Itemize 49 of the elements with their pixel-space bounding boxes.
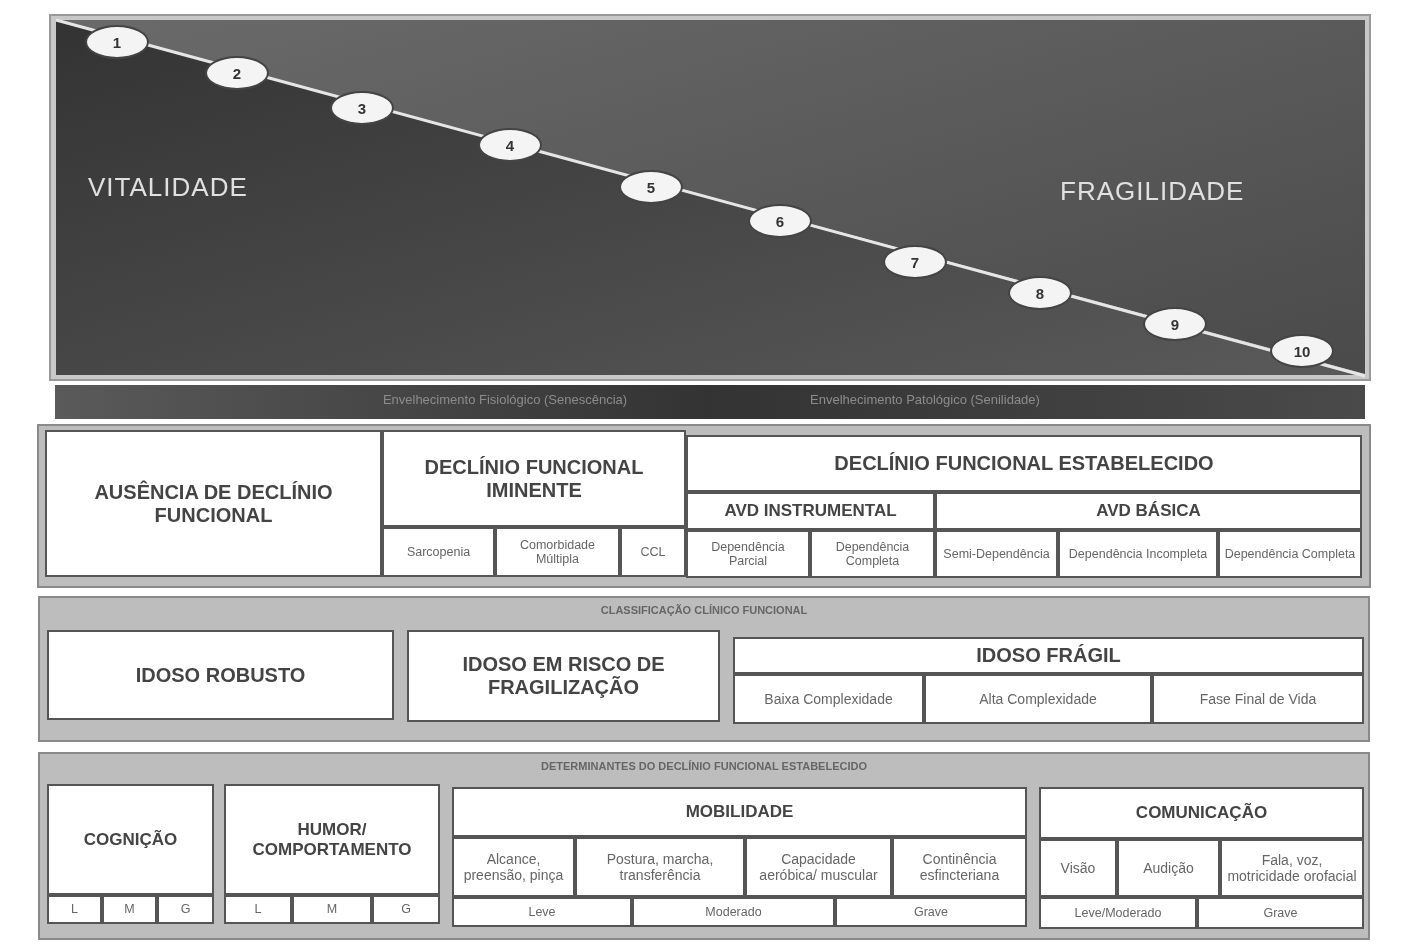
- band-label: Envelhecimento Patológico (Senilidade): [809, 392, 1041, 407]
- table-cell: L: [47, 895, 102, 924]
- table-cell: Grave: [835, 897, 1027, 927]
- table-cell: Audição: [1117, 839, 1220, 897]
- table-cell: G: [372, 895, 440, 924]
- table-cell: Baixa Complexidade: [733, 674, 924, 724]
- section-heading: DETERMINANTES DO DECLÍNIO FUNCIONAL ESTABELECIDO: [540, 760, 868, 772]
- table-cell: Continência esfincteriana: [892, 837, 1027, 897]
- header-cell: AVD BÁSICA: [935, 492, 1362, 530]
- header-cell: COGNIÇÃO: [47, 784, 214, 895]
- table-cell: Semi-Dependência: [935, 530, 1058, 578]
- header-cell: IDOSO ROBUSTO: [47, 630, 394, 720]
- header-cell: IDOSO EM RISCO DE FRAGILIZAÇÃO: [407, 630, 720, 722]
- table-cell: Alta Complexidade: [924, 674, 1152, 724]
- table-cell: Leve/Moderado: [1039, 897, 1197, 929]
- table-cell: Dependência Completa: [1218, 530, 1362, 578]
- table-cell: Leve: [452, 897, 632, 927]
- table-cell: Postura, marcha, transferência: [575, 837, 745, 897]
- section-panel: [38, 752, 1370, 940]
- header-cell: IDOSO FRÁGIL: [733, 637, 1364, 674]
- section-panel: [38, 596, 1370, 742]
- table-cell: Sarcopenia: [382, 527, 495, 577]
- header-cell: AVD INSTRUMENTAL: [686, 492, 935, 530]
- table-cell: Dependência Parcial: [686, 530, 810, 578]
- table-cell: L: [224, 895, 292, 924]
- table-cell: Dependência Completa: [810, 530, 935, 578]
- table-cell: Alcance, preensão, pinça: [452, 837, 575, 897]
- table-cell: Comorbidade Múltipla: [495, 527, 620, 577]
- table-cell: G: [157, 895, 214, 924]
- table-cell: Visão: [1039, 839, 1117, 897]
- header-cell: DECLÍNIO FUNCIONAL IMINENTE: [382, 430, 686, 527]
- section-heading: CLASSIFICAÇÃO CLÍNICO FUNCIONAL: [599, 604, 809, 616]
- header-cell: AUSÊNCIA DE DECLÍNIO FUNCIONAL: [45, 430, 382, 577]
- table-cell: Moderado: [632, 897, 835, 927]
- header-cell: MOBILIDADE: [452, 787, 1027, 837]
- band-label: Envelhecimento Fisiológico (Senescência): [381, 392, 629, 407]
- table-cell: Dependência Incompleta: [1058, 530, 1218, 578]
- stage-label: FRAGILIDADE: [1060, 176, 1245, 207]
- stage-label: VITALIDADE: [88, 172, 248, 203]
- header-cell: HUMOR/ COMPORTAMENTO: [224, 784, 440, 895]
- table-cell: Fase Final de Vida: [1152, 674, 1364, 724]
- table-cell: Grave: [1197, 897, 1364, 929]
- table-cell: Fala, voz, motricidade orofacial: [1220, 839, 1364, 897]
- header-cell: DECLÍNIO FUNCIONAL ESTABELECIDO: [686, 435, 1362, 492]
- table-cell: M: [102, 895, 157, 924]
- header-cell: COMUNICAÇÃO: [1039, 787, 1364, 839]
- table-cell: M: [292, 895, 372, 924]
- table-cell: Capacidade aeróbica/ muscular: [745, 837, 892, 897]
- table-cell: CCL: [620, 527, 686, 577]
